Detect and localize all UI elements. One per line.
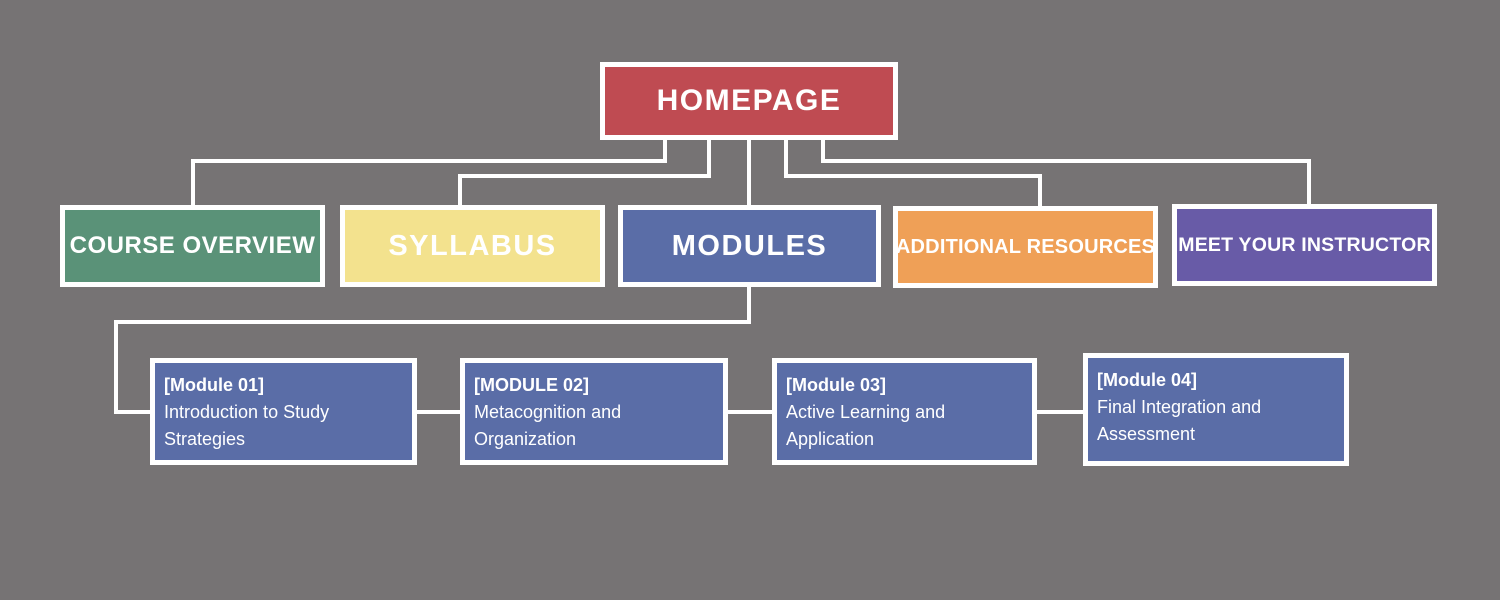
node-additional-resources[interactable]: ADDITIONAL RESOURCES <box>893 206 1158 288</box>
connector-line <box>663 140 667 163</box>
node-syllabus[interactable]: SYLLABUS <box>340 205 605 287</box>
node-additional-resources-label: ADDITIONAL RESOURCES <box>895 235 1156 258</box>
module-01-tag: [Module 01] <box>164 375 265 395</box>
connector-line <box>784 140 788 178</box>
node-meet-your-instructor[interactable]: MEET YOUR INSTRUCTOR <box>1172 204 1437 286</box>
node-course-overview[interactable]: COURSE OVERVIEW <box>60 205 325 287</box>
connector-line <box>1307 159 1311 206</box>
node-modules[interactable]: MODULES <box>618 205 881 287</box>
connector-line <box>1038 174 1042 208</box>
module-02-tag: [MODULE 02] <box>474 375 590 395</box>
connector-line <box>1035 410 1087 414</box>
module-03-tag: [Module 03] <box>786 375 887 395</box>
node-module-01[interactable]: [Module 01] Introduction to Study Strate… <box>150 358 417 465</box>
node-module-03[interactable]: [Module 03] Active Learning and Applicat… <box>772 358 1037 465</box>
connector-line <box>784 174 1042 178</box>
module-04-title: Final Integration and Assessment <box>1097 397 1262 444</box>
connector-line <box>458 174 462 207</box>
connector-line <box>191 159 195 207</box>
connector-line <box>747 284 751 324</box>
module-03-title: Active Learning and Application <box>786 402 946 449</box>
connector-line <box>191 159 667 163</box>
connector-line <box>114 320 118 414</box>
connector-line <box>114 320 751 324</box>
node-homepage[interactable]: HOMEPAGE <box>600 62 898 140</box>
connector-line <box>726 410 776 414</box>
connector-line <box>821 140 825 163</box>
connector-line <box>821 159 1311 163</box>
node-module-04[interactable]: [Module 04] Final Integration and Assess… <box>1083 353 1349 466</box>
node-module-02[interactable]: [MODULE 02] Metacognition and Organizati… <box>460 358 728 465</box>
node-course-overview-label: COURSE OVERVIEW <box>69 232 316 259</box>
node-meet-your-instructor-label: MEET YOUR INSTRUCTOR <box>1178 233 1431 256</box>
module-01-title: Introduction to Study Strategies <box>164 402 330 449</box>
connector-line <box>415 410 464 414</box>
module-04-tag: [Module 04] <box>1097 370 1198 390</box>
node-modules-label: MODULES <box>671 229 828 262</box>
node-syllabus-label: SYLLABUS <box>388 229 557 262</box>
connector-line <box>458 174 711 178</box>
connector-line <box>747 140 751 207</box>
module-02-title: Metacognition and Organization <box>474 402 622 449</box>
node-homepage-label: HOMEPAGE <box>656 84 842 117</box>
connector-line <box>707 140 711 178</box>
connector-line <box>114 410 154 414</box>
